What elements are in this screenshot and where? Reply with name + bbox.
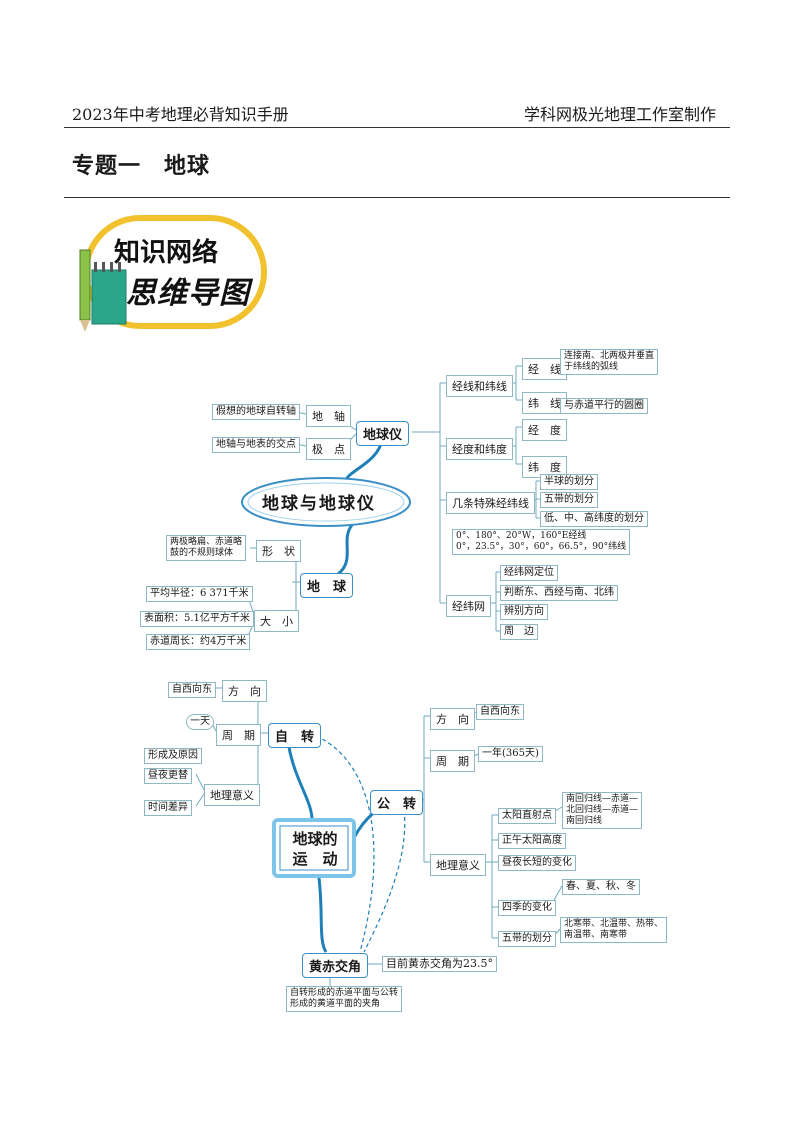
node-obliquity: 黄赤交角	[302, 953, 369, 978]
meridian-def-line1: 连接南、北两极并垂直	[564, 351, 655, 361]
axis-definition: 假想的地球自转轴	[212, 404, 300, 420]
center-line2: 运 动	[292, 850, 338, 868]
grid-location: 经纬网定位	[500, 565, 558, 581]
header-left: 2023年中考地理必背知识手册	[72, 105, 289, 124]
special-note-line1: 0°、180°、20°W，160°E经线	[456, 531, 587, 541]
rev-significance: 地理意义	[430, 854, 486, 876]
node-grid: 经纬网	[446, 595, 491, 617]
rev-five-zones-list: 北寒带、北温带、热带、南温带、南寒带	[560, 917, 668, 943]
node-longitude-latitude: 经度和纬度	[446, 438, 513, 460]
size-radius: 平均半径：6 371千米	[146, 586, 253, 602]
badge-line1: 知识网络	[114, 238, 219, 268]
title-divider	[64, 197, 730, 198]
header-right: 学科网极光地理工作室制作	[523, 105, 716, 124]
node-pole: 极 点	[306, 438, 351, 460]
rot-sig-cause: 形成及原因	[144, 748, 202, 764]
badge-line2: 思维导图	[126, 276, 250, 311]
grid-surround: 周 边	[500, 624, 538, 640]
obliquity-value: 目前黄赤交角为23.5°	[382, 956, 497, 972]
rev-direction-value: 自西向东	[476, 704, 524, 720]
rev-period-value: 一年(365天)	[478, 746, 543, 762]
meridian-def-line2: 于纬线的弧线	[564, 362, 619, 372]
pole-definition: 地轴与地表的交点	[212, 437, 300, 453]
rot-significance: 地理意义	[204, 784, 260, 806]
rev-seasons: 四季的变化	[498, 900, 556, 916]
rot-sig-daynight: 昼夜更替	[144, 768, 192, 784]
shape-def-line2: 鼓的不规则球体	[170, 548, 234, 558]
special-latitude-division: 低、中、高纬度的划分	[540, 511, 648, 527]
size-area: 表面积：5.1亿平方千米	[140, 611, 254, 627]
shape-def-line1: 两极略扁、赤道略	[170, 537, 243, 547]
meridian-definition: 连接南、北两极并垂直于纬线的弧线	[560, 349, 659, 375]
center-line1: 地球的	[292, 830, 338, 848]
node-size: 大 小	[254, 610, 299, 632]
rev-sun-point: 太阳直射点	[498, 808, 556, 824]
grid-judge: 判断东、西经与南、北纬	[500, 585, 618, 601]
rev-direction: 方 向	[430, 708, 475, 730]
sun-path-1: 南回归线—赤道—	[566, 794, 639, 804]
node-latitude: 纬 度	[522, 456, 567, 478]
special-hemisphere: 半球的划分	[540, 474, 598, 490]
zones-line2: 南温带、南寒带	[564, 930, 628, 940]
sun-path-3: 南回归线	[566, 816, 603, 826]
shape-definition: 两极略扁、赤道略鼓的不规则球体	[166, 535, 247, 561]
header-divider	[64, 127, 730, 128]
mindmap-badge-icon	[79, 215, 267, 332]
node-earth: 地 球	[300, 573, 354, 598]
sun-path-2: 北回归线—赤道—	[566, 805, 639, 815]
rev-noon-altitude: 正午太阳高度	[498, 833, 566, 849]
node-special-lines: 几条特殊经纬线	[446, 492, 535, 514]
node-rotation: 自 转	[268, 723, 322, 748]
node-longitude: 经 度	[522, 419, 567, 441]
rot-sig-time: 时间差异	[144, 800, 192, 816]
grid-direction: 辨别方向	[500, 604, 548, 620]
node-earth-motion: 地球的运 动	[286, 829, 344, 869]
obliquity-def-line1: 自转形成的赤道平面与公转	[290, 988, 399, 998]
rot-period-value: 一天	[186, 714, 214, 730]
page-title: 专题一 地球	[72, 154, 211, 179]
node-meridians-parallels: 经线和纬线	[446, 375, 513, 397]
obliquity-def-line2: 形成的黄道平面的夹角	[290, 999, 381, 1009]
special-five-zones: 五带的划分	[540, 492, 598, 508]
rot-direction: 方 向	[222, 680, 267, 702]
node-shape: 形 状	[256, 540, 301, 562]
node-globe: 地球仪	[356, 421, 410, 446]
size-equator: 赤道周长：约4万千米	[146, 634, 251, 650]
special-note-line2: 0°，23.5°，30°，60°，66.5°，90°纬线	[456, 542, 627, 552]
rot-period: 周 期	[216, 724, 261, 746]
rev-sun-point-path: 南回归线—赤道—北回归线—赤道—南回归线	[562, 792, 643, 829]
node-earth-and-globe: 地球与地球仪	[262, 494, 376, 514]
rev-seasons-list: 春、夏、秋、冬	[562, 879, 640, 895]
rot-direction-value: 自西向东	[168, 682, 216, 698]
node-axis: 地 轴	[306, 405, 351, 427]
node-revolution: 公 转	[370, 790, 424, 815]
rev-day-length: 昼夜长短的变化	[498, 855, 576, 871]
rev-five-zones: 五带的划分	[498, 931, 556, 947]
rev-period: 周 期	[430, 750, 475, 772]
zones-line1: 北寒带、北温带、热带、	[564, 919, 664, 929]
parallel-definition: 与赤道平行的圆圈	[560, 398, 648, 414]
obliquity-definition: 自转形成的赤道平面与公转形成的黄道平面的夹角	[286, 986, 403, 1012]
